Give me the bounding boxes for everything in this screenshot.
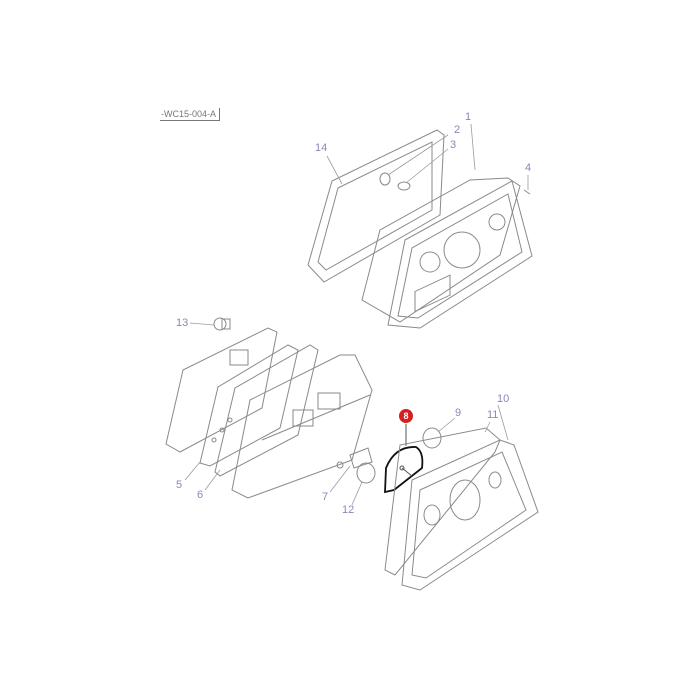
callout-2[interactable]: 2	[454, 124, 461, 136]
connector-part-7	[336, 447, 373, 469]
callout-13[interactable]: 13	[176, 317, 189, 329]
housing	[231, 354, 373, 499]
bulb-holder-parts-2-3	[379, 172, 411, 191]
small-gauge-part-12	[356, 462, 376, 484]
rear-cover-part-5	[165, 327, 278, 453]
callout-10[interactable]: 10	[497, 393, 510, 405]
reference-code: -WC15-004-A	[160, 108, 221, 121]
callout-12[interactable]: 12	[342, 504, 355, 516]
small-gauge-part-9	[422, 427, 442, 449]
circuit-board-part-6	[199, 344, 299, 467]
instrument-cluster-part-1	[361, 177, 533, 329]
callout-8-highlighted[interactable]: 8	[399, 409, 413, 423]
leader-lines	[184, 123, 529, 506]
callout-1[interactable]: 1	[465, 111, 472, 123]
tachometer-part-8	[384, 424, 424, 494]
callout-11[interactable]: 11	[487, 409, 499, 421]
callout-6[interactable]: 6	[197, 489, 204, 501]
callout-14[interactable]: 14	[315, 142, 328, 154]
callout-5[interactable]: 5	[176, 479, 183, 491]
gasket-frame-part-14	[307, 129, 445, 283]
callout-7[interactable]: 7	[322, 491, 329, 503]
bulb-part-13	[213, 317, 231, 331]
front-bezel-part-10-11	[384, 427, 539, 591]
callout-9[interactable]: 9	[455, 407, 462, 419]
callout-3[interactable]: 3	[450, 139, 457, 151]
callout-4[interactable]: 4	[525, 162, 532, 174]
seal	[214, 344, 319, 477]
